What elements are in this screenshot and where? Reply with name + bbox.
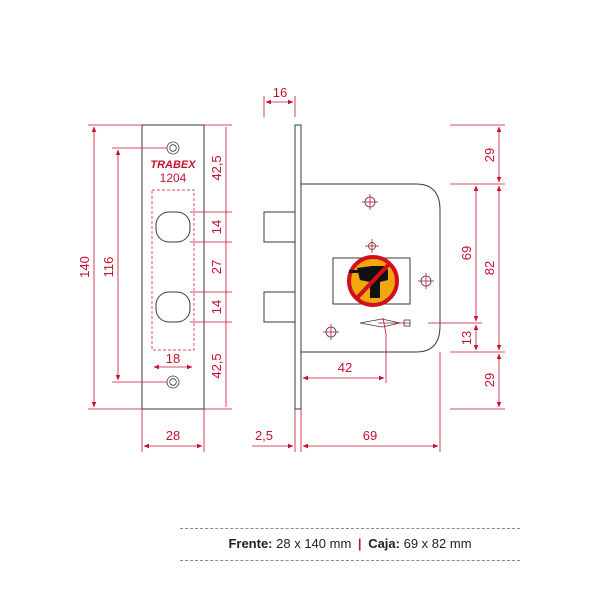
latch-opening bbox=[155, 211, 191, 243]
dim-hole2-height: 14 bbox=[209, 300, 224, 314]
keyhole bbox=[359, 317, 411, 335]
rivet-bottom bbox=[323, 324, 339, 340]
dim-thickness: 16 bbox=[273, 85, 287, 100]
caption-top-rule bbox=[180, 528, 520, 529]
side-bottom-dimensions: 2,5 69 bbox=[252, 352, 441, 452]
dim-right-low: 13 bbox=[459, 331, 474, 345]
front-right-dimensions: 42,5 14 27 14 42,5 bbox=[190, 124, 232, 410]
dim-hole-width: 18 bbox=[166, 351, 180, 366]
lock-side-view bbox=[263, 124, 441, 410]
backset-dimension: 42 bbox=[302, 334, 387, 383]
dim-right-bottom: 29 bbox=[482, 373, 497, 387]
dim-screw-spacing: 116 bbox=[101, 257, 116, 278]
latch-bolt bbox=[263, 211, 296, 243]
caption-case-label: Caja: bbox=[368, 536, 400, 551]
faceplate-front-view: TRABEX 1204 bbox=[141, 124, 205, 410]
dim-top-to-hole: 42,5 bbox=[209, 155, 224, 180]
side-top-dimension: 16 bbox=[263, 85, 296, 117]
size-caption: Frente: 28 x 140 mm | Caja: 69 x 82 mm bbox=[180, 528, 520, 561]
rivet-right bbox=[418, 273, 434, 289]
caption-separator: | bbox=[357, 536, 362, 551]
caption-case-value: 69 x 82 mm bbox=[403, 536, 472, 551]
dim-between-holes: 27 bbox=[209, 260, 224, 274]
rivet-top bbox=[362, 194, 378, 210]
dim-body-depth: 69 bbox=[363, 428, 377, 443]
caption-bottom-rule bbox=[180, 560, 520, 561]
caption-front-value: 28 x 140 mm bbox=[276, 536, 352, 551]
bolt-opening bbox=[155, 291, 191, 323]
side-right-dimensions: 29 82 29 69 13 bbox=[428, 124, 505, 410]
dim-plate-thickness: 2,5 bbox=[255, 428, 273, 443]
caption-text: Frente: 28 x 140 mm | Caja: 69 x 82 mm bbox=[180, 529, 520, 560]
dim-backset: 42 bbox=[338, 360, 352, 375]
model-label: 1204 bbox=[160, 171, 187, 185]
dim-right-top: 29 bbox=[482, 148, 497, 162]
dead-bolt bbox=[263, 291, 296, 323]
dim-body-height: 82 bbox=[482, 261, 497, 275]
rivet-center bbox=[365, 239, 379, 253]
dim-face-width: 28 bbox=[166, 428, 180, 443]
front-hole-width-dimension: 18 bbox=[153, 351, 193, 370]
dim-face-height: 140 bbox=[77, 256, 92, 278]
dim-right-mid: 69 bbox=[459, 246, 474, 260]
hidden-body-outline bbox=[151, 189, 195, 351]
dim-hole1-height: 14 bbox=[209, 220, 224, 234]
no-drill-icon bbox=[347, 255, 399, 307]
brand-label: TRABEX bbox=[150, 159, 196, 171]
side-faceplate bbox=[294, 124, 302, 410]
caption-front-label: Frente: bbox=[228, 536, 273, 551]
front-left-dimensions: 140 116 bbox=[77, 124, 167, 410]
dim-bottom-to-hole: 42,5 bbox=[209, 353, 224, 378]
front-bottom-dimension: 28 bbox=[141, 409, 205, 452]
